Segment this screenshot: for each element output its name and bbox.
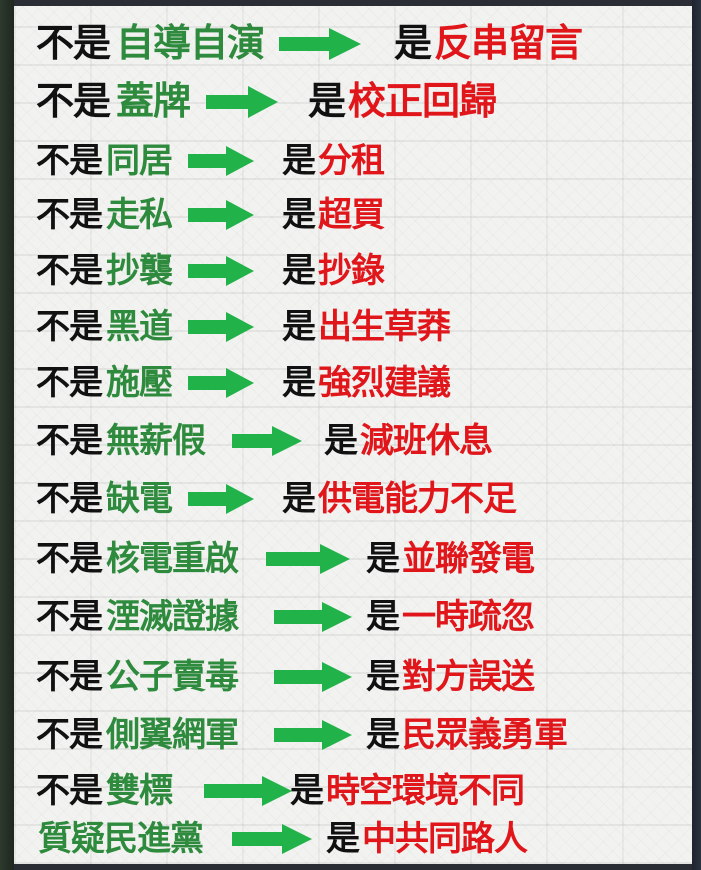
left-term: 無薪假 xyxy=(106,421,206,461)
right-term: 時空環境不同 xyxy=(326,771,525,811)
right-arrow-icon xyxy=(274,602,352,632)
negation-text: 不是 xyxy=(36,21,111,65)
is-text: 是 xyxy=(308,79,346,123)
left-term: 缺電 xyxy=(106,479,173,519)
negation-text: 不是 xyxy=(36,479,103,519)
negation-text: 不是 xyxy=(36,141,103,181)
left-term: 公子賣毒 xyxy=(106,657,239,697)
is-text: 是 xyxy=(366,539,400,579)
left-term: 施壓 xyxy=(106,363,173,403)
negation-text: 不是 xyxy=(36,307,103,347)
negation-text: 不是 xyxy=(36,771,103,811)
left-term: 側翼網軍 xyxy=(106,715,239,755)
right-arrow-icon xyxy=(188,200,254,230)
negation-text: 不是 xyxy=(36,597,103,637)
is-text: 是 xyxy=(366,657,400,697)
right-arrow-icon xyxy=(266,544,350,574)
is-text: 是 xyxy=(290,771,324,811)
negation-text: 不是 xyxy=(36,539,103,579)
right-arrow-icon xyxy=(274,662,352,692)
is-text: 是 xyxy=(282,141,316,181)
right-term: 出生草莽 xyxy=(318,307,451,347)
right-arrow-icon xyxy=(188,312,254,342)
negation-text: 不是 xyxy=(36,657,103,697)
right-arrow-icon xyxy=(206,86,278,118)
negation-text: 不是 xyxy=(36,363,103,403)
negation-text: 不是 xyxy=(36,251,103,291)
is-text: 是 xyxy=(282,363,316,403)
right-edge xyxy=(692,0,701,870)
left-term: 蓋牌 xyxy=(116,79,191,123)
right-arrow-icon xyxy=(279,28,361,60)
is-text: 是 xyxy=(324,421,358,461)
is-text: 是 xyxy=(326,819,360,859)
is-text: 是 xyxy=(282,479,316,519)
right-term: 校正回歸 xyxy=(348,79,497,123)
right-term: 強烈建議 xyxy=(318,363,451,403)
is-text: 是 xyxy=(366,597,400,637)
right-term: 超買 xyxy=(318,195,385,235)
right-arrow-icon xyxy=(232,824,312,854)
left-edge xyxy=(0,0,14,870)
right-arrow-icon xyxy=(188,256,254,286)
right-term: 供電能力不足 xyxy=(318,479,517,519)
left-term: 黑道 xyxy=(106,307,173,347)
right-term: 抄錄 xyxy=(318,251,385,291)
left-term: 自導自演 xyxy=(116,21,265,65)
right-arrow-icon xyxy=(232,426,302,456)
is-text: 是 xyxy=(366,715,400,755)
left-term: 湮滅證據 xyxy=(106,597,239,637)
right-term: 民眾義勇軍 xyxy=(402,715,568,755)
right-arrow-icon xyxy=(188,146,254,176)
right-term: 並聯發電 xyxy=(402,539,535,579)
right-arrow-icon xyxy=(274,720,352,750)
right-arrow-icon xyxy=(204,776,292,806)
is-text: 是 xyxy=(394,21,432,65)
right-term: 對方誤送 xyxy=(402,657,535,697)
left-term: 雙標 xyxy=(106,771,173,811)
poster: 不是 自導自演 是 反串留言 不是 蓋牌 是 校正回歸 不是 同居 是 分租 不… xyxy=(14,6,692,864)
right-arrow-icon xyxy=(188,484,254,514)
right-arrow-icon xyxy=(188,368,254,398)
right-term: 減班休息 xyxy=(360,421,493,461)
negation-text: 不是 xyxy=(36,715,103,755)
left-term: 核電重啟 xyxy=(106,539,239,579)
right-term: 分租 xyxy=(318,141,385,181)
is-text: 是 xyxy=(282,251,316,291)
negation-text: 不是 xyxy=(36,421,103,461)
is-text: 是 xyxy=(282,195,316,235)
is-text: 是 xyxy=(282,307,316,347)
negation-text: 不是 xyxy=(36,195,103,235)
left-term: 抄襲 xyxy=(106,251,173,291)
left-term: 質疑民進黨 xyxy=(38,819,204,859)
left-term: 走私 xyxy=(106,195,173,235)
right-term: 反串留言 xyxy=(434,21,583,65)
right-term: 中共同路人 xyxy=(362,819,528,859)
left-term: 同居 xyxy=(106,141,173,181)
right-term: 一時疏忽 xyxy=(402,597,535,637)
negation-text: 不是 xyxy=(36,79,111,123)
